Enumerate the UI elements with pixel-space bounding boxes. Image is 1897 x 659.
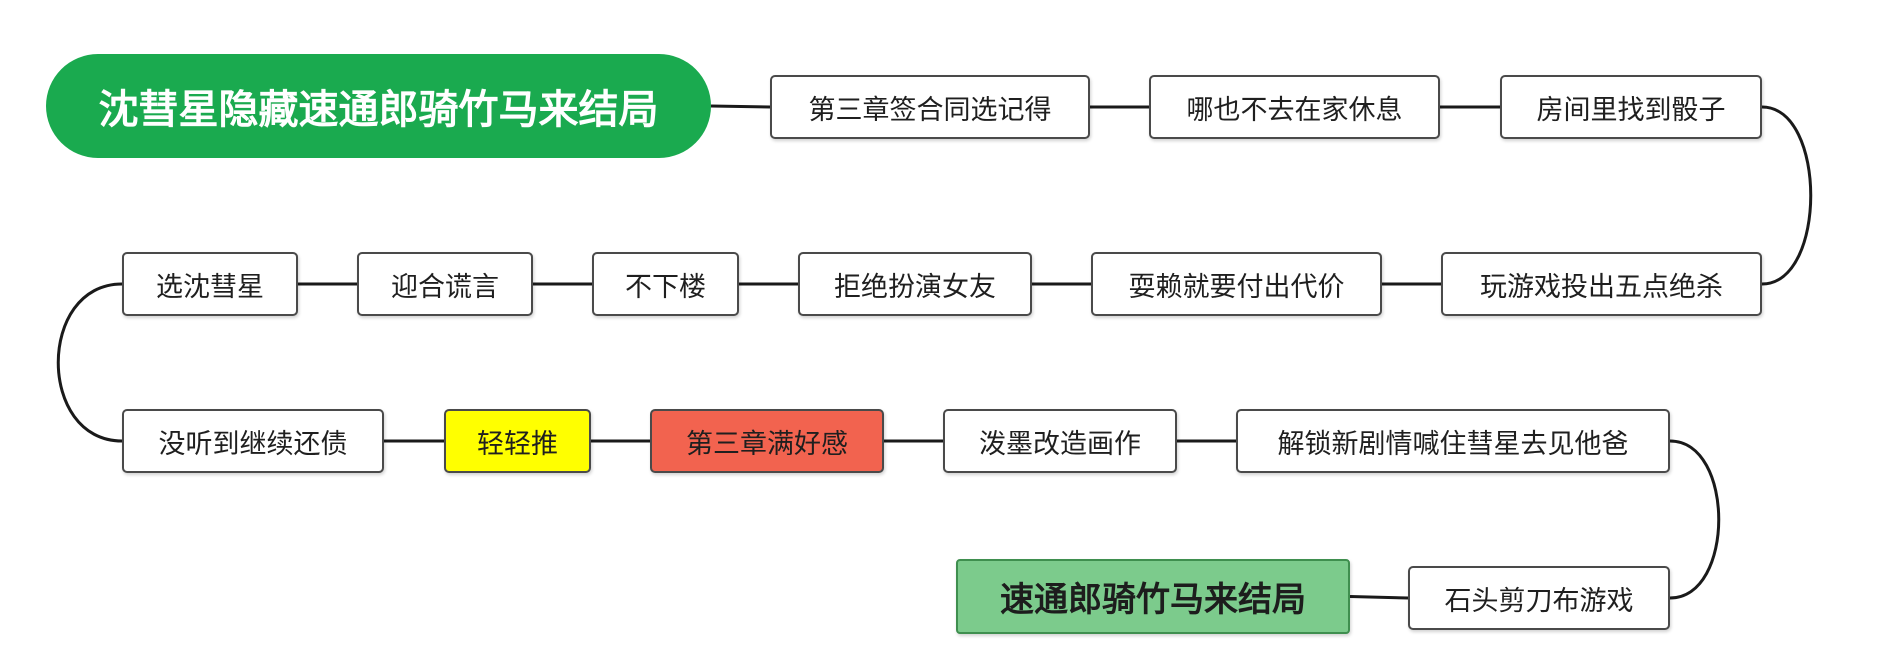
connector-3: [1761, 105, 1813, 286]
connector-15: [1349, 595, 1409, 600]
ending-node[interactable]: 速通郎骑竹马来结局: [956, 559, 1350, 634]
step-7[interactable]: 迎合谎言: [357, 252, 533, 316]
connector-14: [1669, 439, 1721, 600]
step-3[interactable]: 玩游戏投出五点绝杀: [1441, 252, 1762, 316]
step-12[interactable]: 泼墨改造画作: [943, 409, 1177, 473]
step-10[interactable]: 轻轻推: [444, 409, 591, 473]
connector-9: [56, 282, 123, 443]
step-0[interactable]: 第三章签合同选记得: [770, 75, 1090, 139]
step-5[interactable]: 拒绝扮演女友: [798, 252, 1032, 316]
step-6[interactable]: 不下楼: [592, 252, 739, 316]
step-13[interactable]: 解锁新剧情喊住彗星去见他爸: [1236, 409, 1670, 473]
step-9[interactable]: 没听到继续还债: [122, 409, 384, 473]
root-title[interactable]: 沈彗星隐藏速通郎骑竹马来结局: [46, 54, 711, 158]
step-8[interactable]: 选沈彗星: [122, 252, 298, 316]
step-14[interactable]: 石头剪刀布游戏: [1408, 566, 1670, 630]
step-4[interactable]: 耍赖就要付出代价: [1091, 252, 1382, 316]
step-11[interactable]: 第三章满好感: [650, 409, 884, 473]
connector-0: [710, 104, 771, 109]
step-2[interactable]: 房间里找到骰子: [1500, 75, 1762, 139]
step-1[interactable]: 哪也不去在家休息: [1149, 75, 1440, 139]
